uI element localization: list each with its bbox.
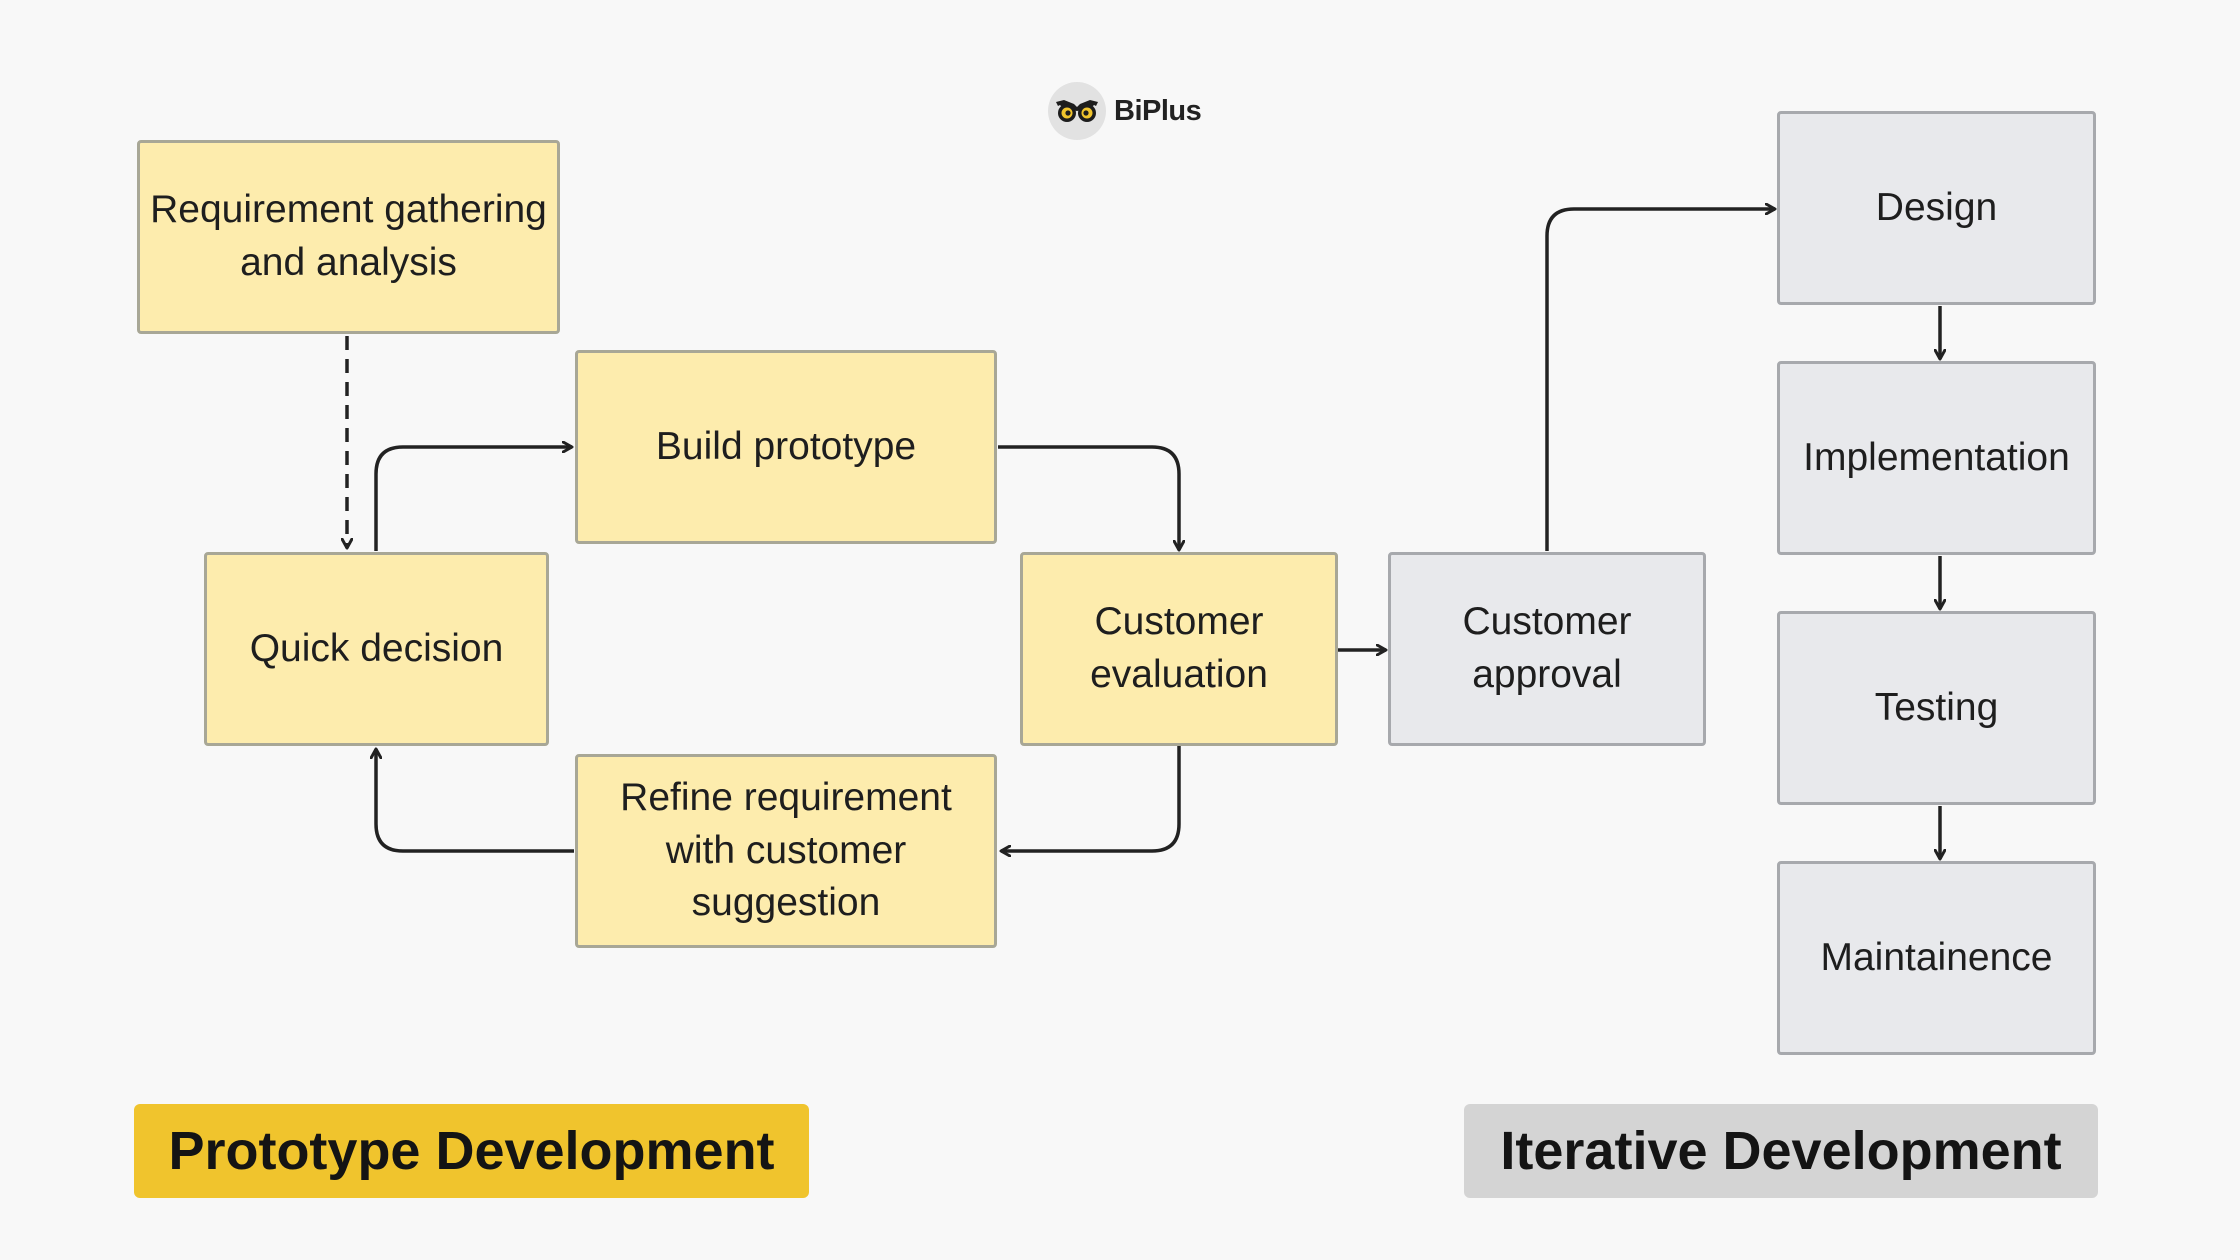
node-testing-label: Testing bbox=[1874, 685, 1999, 729]
edge-build-prototype-to-customer-evaluation bbox=[998, 445, 1179, 550]
owl-eyes-icon bbox=[1048, 82, 1106, 140]
prototype-development-title: Prototype Development bbox=[134, 1104, 809, 1198]
node-requirement-gathering: Requirement gathering and analysis bbox=[137, 140, 560, 334]
edge-quick-decision-to-build-prototype bbox=[374, 447, 572, 551]
node-maintenance-label: Maintainence bbox=[1820, 935, 2053, 979]
node-requirement-gathering-label: Requirement gathering and analysis bbox=[150, 188, 547, 284]
node-build-prototype-label: Build prototype bbox=[655, 424, 917, 468]
node-design: Design bbox=[1777, 111, 2096, 305]
node-refine-requirement-label: Refine requirement with customer suggest… bbox=[620, 776, 952, 925]
node-quick-decision-label: Quick decision bbox=[249, 626, 504, 670]
node-refine-requirement: Refine requirement with customer suggest… bbox=[575, 754, 997, 948]
node-implementation-label: Implementation bbox=[1803, 435, 2070, 479]
node-testing: Testing bbox=[1777, 611, 2096, 805]
node-customer-evaluation-label: Customer evaluation bbox=[1090, 600, 1268, 696]
node-customer-evaluation: Customer evaluation bbox=[1020, 552, 1338, 746]
node-build-prototype: Build prototype bbox=[575, 350, 997, 544]
iterative-development-title: Iterative Development bbox=[1464, 1104, 2098, 1198]
node-design-label: Design bbox=[1875, 185, 1998, 229]
node-customer-approval-label: Customer approval bbox=[1462, 600, 1632, 696]
brand-name: BiPlus bbox=[1114, 94, 1202, 127]
edge-refine-to-quick-decision bbox=[376, 749, 574, 853]
edge-customer-evaluation-to-refine bbox=[1001, 746, 1181, 851]
edge-customer-approval-to-design bbox=[1545, 209, 1775, 551]
brand-logo: BiPlus bbox=[1048, 82, 1202, 140]
node-customer-approval: Customer approval bbox=[1388, 552, 1706, 746]
node-quick-decision: Quick decision bbox=[204, 552, 549, 746]
node-maintenance: Maintainence bbox=[1777, 861, 2096, 1055]
node-implementation: Implementation bbox=[1777, 361, 2096, 555]
